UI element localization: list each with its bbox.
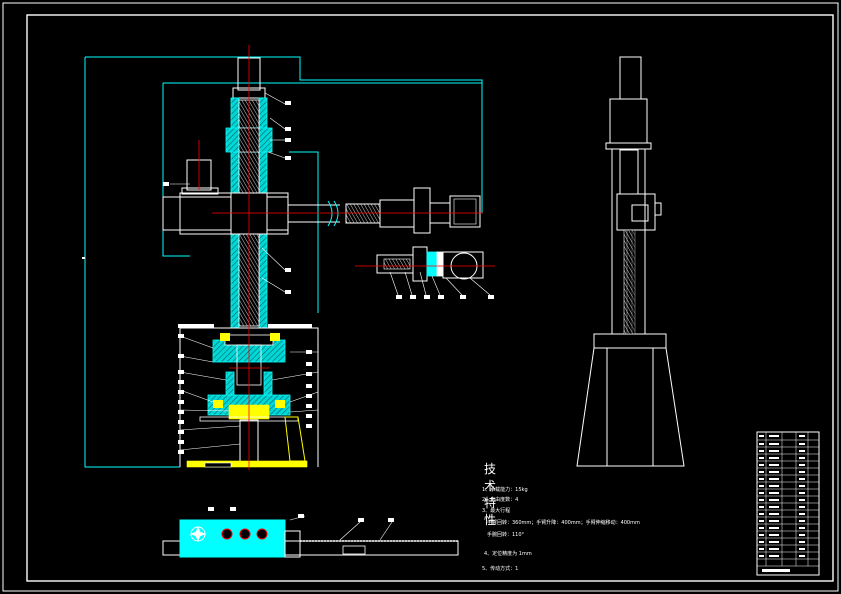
title-block — [756, 431, 820, 576]
spec-item-load: 1、承载能力：15kg — [482, 487, 528, 493]
callout-marks — [163, 101, 494, 454]
spec-item-accuracy: 4、定位精度为 1mm — [484, 551, 532, 557]
spec-item-dof: 2、自由度数：4 — [482, 497, 519, 503]
spec-item-drive: 5、传动方式：1 — [482, 566, 519, 572]
arm-beam — [162, 196, 289, 231]
side-view — [576, 56, 685, 467]
spec-title: 技术特性 — [484, 462, 497, 527]
reach-boundary — [85, 56, 483, 213]
gripper-head — [449, 195, 481, 228]
slide-detail — [162, 507, 459, 558]
gripper-spring — [345, 203, 381, 224]
side-view-screw — [623, 229, 636, 335]
spec-item-wrist: 手腕回转：110° — [487, 532, 525, 538]
spec-item-stroke: 3、最大行程 — [482, 508, 511, 514]
spec-item-arm-travel: 手臂回转：360mm；手臂升降：400mm；手臂伸缩移动：400mm — [487, 520, 640, 526]
front-view — [82, 45, 495, 470]
callout-leaders — [170, 92, 491, 451]
